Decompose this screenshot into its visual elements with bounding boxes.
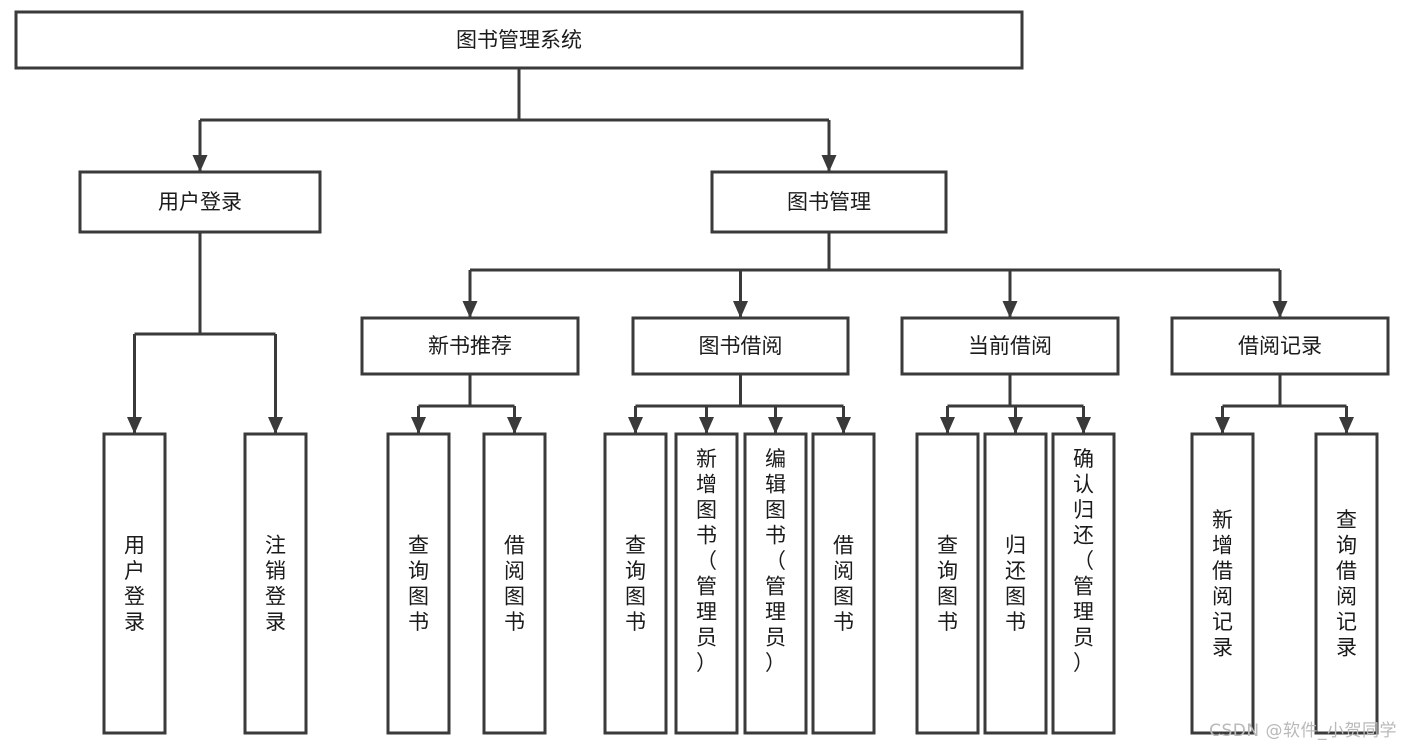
node-box-current-borrow <box>900 316 1120 376</box>
node-record-query-record[interactable]: 查询借阅记录 <box>1314 432 1379 735</box>
node-box-new-book-recommend <box>360 316 580 376</box>
node-label-record-add-record: 新增借阅记录 <box>1212 508 1233 660</box>
l3-1-to-leaves-arrow-2-icon <box>768 417 783 434</box>
bookmgmt-to-l3-arrow-3-icon <box>1272 301 1288 318</box>
node-label-current-confirm-return-admin: 确认归还（管理员） <box>1073 447 1094 675</box>
node-label-current-query-book: 查询图书 <box>937 533 958 634</box>
root-to-l2-arrow-1-icon <box>821 155 837 172</box>
l3-1-to-leaves-arrow-3-icon <box>836 417 851 434</box>
node-label-recommend-query-book: 查询图书 <box>408 533 429 634</box>
node-book-borrow[interactable]: 图书借阅 <box>631 316 850 376</box>
node-current-query-book[interactable]: 查询图书 <box>915 432 980 735</box>
l3-2-to-leaves-arrow-2-icon <box>1076 417 1091 434</box>
node-current-return-book[interactable]: 归还图书 <box>983 432 1048 735</box>
node-new-book-recommend[interactable]: 新书推荐 <box>360 316 580 376</box>
nodes-layer: 图书管理系统用户登录图书管理用户登录注销登录新书推荐图书借阅当前借阅借阅记录查询… <box>14 10 1390 735</box>
node-box-root <box>14 10 1024 70</box>
node-label-borrow-add-book-admin: 新增图书（管理员） <box>696 447 717 675</box>
node-recommend-borrow-book[interactable]: 借阅图书 <box>482 432 547 735</box>
node-box-user-login-login <box>102 432 167 735</box>
node-label-book-borrow: 图书借阅 <box>699 334 783 358</box>
node-label-user-login: 用户登录 <box>158 190 242 214</box>
node-label-current-borrow: 当前借阅 <box>968 334 1052 358</box>
root-to-l2-arrow-0-icon <box>192 155 208 172</box>
userlogin-to-leaves-arrow-0-icon <box>127 417 142 434</box>
bookmgmt-to-l3-arrow-2-icon <box>1002 301 1018 318</box>
node-label-borrow-borrow-book: 借阅图书 <box>833 533 854 634</box>
node-label-user-login-logout: 注销登录 <box>265 533 286 634</box>
node-box-current-confirm-return-admin <box>1051 432 1116 735</box>
node-box-borrow-add-book-admin <box>674 432 739 735</box>
node-recommend-query-book[interactable]: 查询图书 <box>386 432 451 735</box>
node-box-book-management <box>710 170 948 234</box>
l3-1-to-leaves-arrow-0-icon <box>628 417 643 434</box>
node-box-book-borrow <box>631 316 850 376</box>
connectors-layer <box>127 68 1354 434</box>
node-borrow-add-book-admin[interactable]: 新增图书（管理员） <box>674 432 739 735</box>
node-user-login-logout[interactable]: 注销登录 <box>243 432 308 735</box>
node-box-borrow-record <box>1170 316 1390 376</box>
l3-3-to-leaves-arrow-0-icon <box>1215 417 1230 434</box>
l3-0-to-leaves-arrow-0-icon <box>411 417 426 434</box>
node-label-record-query-record: 查询借阅记录 <box>1336 508 1357 660</box>
l3-0-to-leaves-arrow-1-icon <box>507 417 522 434</box>
bookmgmt-to-l3-arrow-0-icon <box>462 301 478 318</box>
node-box-record-query-record <box>1314 432 1379 735</box>
node-current-borrow[interactable]: 当前借阅 <box>900 316 1120 376</box>
node-label-new-book-recommend: 新书推荐 <box>428 334 512 358</box>
node-borrow-query-book[interactable]: 查询图书 <box>603 432 668 735</box>
node-label-borrow-edit-book-admin: 编辑图书（管理员） <box>765 447 786 675</box>
node-box-borrow-query-book <box>603 432 668 735</box>
node-root[interactable]: 图书管理系统 <box>14 10 1024 70</box>
node-borrow-record[interactable]: 借阅记录 <box>1170 316 1390 376</box>
node-record-add-record[interactable]: 新增借阅记录 <box>1190 432 1255 735</box>
node-label-recommend-borrow-book: 借阅图书 <box>504 533 525 634</box>
node-label-borrow-record: 借阅记录 <box>1238 334 1322 358</box>
node-borrow-edit-book-admin[interactable]: 编辑图书（管理员） <box>743 432 808 735</box>
node-borrow-borrow-book[interactable]: 借阅图书 <box>811 432 876 735</box>
l3-2-to-leaves-arrow-1-icon <box>1008 417 1023 434</box>
node-current-confirm-return-admin[interactable]: 确认归还（管理员） <box>1051 432 1116 735</box>
node-box-user-login <box>78 170 322 234</box>
userlogin-to-leaves-arrow-1-icon <box>268 417 283 434</box>
node-user-login-login[interactable]: 用户登录 <box>102 432 167 735</box>
node-label-current-return-book: 归还图书 <box>1005 533 1026 634</box>
l3-2-to-leaves-arrow-0-icon <box>940 417 955 434</box>
node-user-login[interactable]: 用户登录 <box>78 170 322 234</box>
node-box-current-return-book <box>983 432 1048 735</box>
node-box-user-login-logout <box>243 432 308 735</box>
node-label-borrow-query-book: 查询图书 <box>625 533 646 634</box>
node-label-user-login-login: 用户登录 <box>124 533 145 634</box>
node-box-recommend-query-book <box>386 432 451 735</box>
node-book-management[interactable]: 图书管理 <box>710 170 948 234</box>
bookmgmt-to-l3-arrow-1-icon <box>733 301 748 318</box>
l3-1-to-leaves-arrow-1-icon <box>699 417 714 434</box>
csdn-watermark: CSDN @软件_小贺同学 <box>1209 721 1397 741</box>
node-box-record-add-record <box>1190 432 1255 735</box>
node-label-book-management: 图书管理 <box>787 190 871 214</box>
node-box-borrow-edit-book-admin <box>743 432 808 735</box>
node-box-recommend-borrow-book <box>482 432 547 735</box>
node-box-borrow-borrow-book <box>811 432 876 735</box>
node-box-current-query-book <box>915 432 980 735</box>
l3-3-to-leaves-arrow-1-icon <box>1339 417 1354 434</box>
node-label-root: 图书管理系统 <box>456 28 582 52</box>
